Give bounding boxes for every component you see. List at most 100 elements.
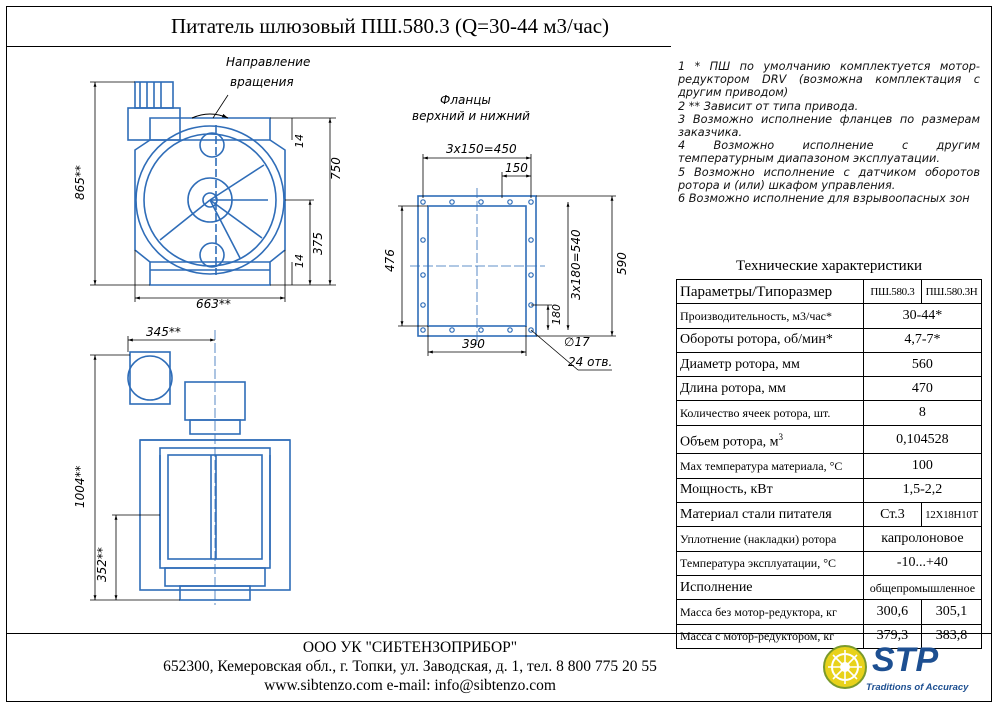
row-name: Производительность, м3/час* bbox=[676, 303, 864, 329]
dim-390: 390 bbox=[462, 337, 485, 351]
table-row: Производительность, м3/час*30-44* bbox=[676, 303, 983, 329]
dim-476: 476 bbox=[383, 249, 397, 272]
company-name: ООО УК "СИБТЕНЗОПРИБОР" bbox=[302, 639, 518, 656]
row-value: 4,7-7* bbox=[862, 327, 983, 353]
table-row: Температура эксплуатации, °С-10...+40 bbox=[676, 550, 983, 576]
row-name: Исполнение bbox=[676, 574, 864, 601]
dim-d17: ∅17 bbox=[564, 335, 590, 349]
note-4: 4 Возможно исполнение с другим температу… bbox=[678, 139, 980, 166]
row-value: -10...+40 bbox=[862, 550, 983, 576]
company-contacts: www.sibtenzo.com e-mail: info@sibtenzo.c… bbox=[264, 677, 556, 694]
dim-590: 590 bbox=[615, 252, 629, 275]
dim-1004: 1004** bbox=[73, 465, 87, 508]
row-name: Масса без мотор-редуктора, кг bbox=[676, 599, 864, 625]
row-value-1: 300,6 bbox=[862, 599, 923, 625]
row-name: Температура эксплуатации, °С bbox=[676, 550, 864, 576]
front-view bbox=[127, 81, 286, 286]
dim-865: 865** bbox=[73, 165, 87, 200]
logo-name: STP bbox=[872, 641, 939, 679]
row-name: Обороты ротора, об/мин* bbox=[676, 327, 864, 353]
header-param: Параметры/Типоразмер bbox=[676, 278, 864, 305]
note-1: 1 * ПШ по умолчанию комплектуется мотор-… bbox=[678, 60, 980, 100]
row-value: 8 bbox=[862, 400, 983, 426]
notes-list: 1 * ПШ по умолчанию комплектуется мотор-… bbox=[678, 60, 980, 205]
row-value: капролоновое bbox=[862, 526, 983, 552]
row-name: Мах температура материала, °С bbox=[676, 453, 864, 479]
dim-375: 375 bbox=[311, 232, 325, 255]
row-name: Материал стали питателя bbox=[676, 502, 864, 528]
note-6: 6 Возможно исполнение для взрывоопасных … bbox=[678, 192, 970, 206]
spec-table-title: Технические характеристики bbox=[735, 258, 923, 274]
title-divider bbox=[6, 46, 671, 47]
dim-3x180: 3x180=540 bbox=[569, 229, 583, 300]
row-name-sup: 3 bbox=[778, 431, 784, 442]
logo-tagline: Traditions of Accuracy bbox=[866, 682, 969, 693]
rotation-label-line2: вращения bbox=[230, 75, 294, 89]
dim-352: 352** bbox=[95, 547, 109, 582]
note-5: 5 Возможно исполнение с датчиком оборото… bbox=[678, 165, 980, 192]
dim-24-holes: 24 отв. bbox=[568, 355, 612, 369]
note-3: 3 Возможно исполнение фланцев по размера… bbox=[678, 112, 980, 140]
company-address: 652300, Кемеровская обл., г. Топки, ул. … bbox=[163, 658, 657, 675]
spec-table: Параметры/Типоразмер ПШ.580.3 ПШ.580.3Н … bbox=[676, 278, 983, 649]
footer-divider bbox=[6, 633, 992, 634]
note-2: 2 ** Зависит от типа привода. bbox=[678, 99, 859, 113]
table-row: Параметры/Типоразмер ПШ.580.3 ПШ.580.3Н bbox=[676, 278, 982, 305]
sheet-frame bbox=[6, 6, 992, 702]
company-logo: STP Traditions of Accuracy bbox=[820, 640, 985, 698]
row-value-1: Ст.3 bbox=[862, 502, 923, 528]
row-value-2: 305,1 bbox=[921, 599, 982, 625]
header-model-1: ПШ.580.3 bbox=[862, 278, 923, 305]
dim-14-bottom: 14 bbox=[293, 254, 306, 268]
row-name: Мощность, кВт bbox=[676, 477, 864, 504]
dim-663: 663** bbox=[196, 297, 231, 311]
row-value-1: 379,3 bbox=[862, 623, 923, 649]
dim-345: 345** bbox=[146, 325, 181, 339]
dim-150: 150 bbox=[505, 161, 528, 175]
dim-14-top: 14 bbox=[293, 134, 306, 148]
row-name: Объем ротора, м3 bbox=[676, 424, 864, 455]
row-name: Уплотнение (накладки) ротора bbox=[676, 526, 864, 552]
technical-drawing: 865** 663** 750 375 14 14 Направление вр… bbox=[73, 55, 629, 605]
flanges-label-line1: Фланцы bbox=[440, 93, 491, 107]
row-value: 30-44* bbox=[862, 303, 983, 329]
page-title: Питатель шлюзовый ПШ.580.3 (Q=30-44 м3/ч… bbox=[170, 14, 610, 38]
row-name-text: Объем ротора, м bbox=[680, 434, 779, 450]
side-dimensions bbox=[90, 336, 215, 601]
flange-view bbox=[410, 188, 545, 345]
row-value-2: 12Х18Н10Т bbox=[921, 502, 982, 528]
row-value: 470 bbox=[862, 376, 983, 402]
row-name: Количество ячеек ротора, шт. bbox=[676, 400, 864, 426]
row-value: 1,5-2,2 bbox=[862, 477, 983, 504]
row-value-2: 383,8 bbox=[921, 623, 982, 649]
dim-3x150: 3x150=450 bbox=[446, 142, 517, 156]
side-view bbox=[127, 330, 291, 605]
stp-emblem-icon bbox=[823, 645, 867, 689]
header-model-2: ПШ.580.3Н bbox=[921, 278, 982, 305]
table-row: Количество ячеек ротора, шт.8 bbox=[676, 400, 983, 426]
footer: ООО УК "СИБТЕНЗОПРИБОР" 652300, Кемеровс… bbox=[120, 638, 700, 695]
row-value: 0,104528 bbox=[862, 424, 983, 455]
flange-dimensions bbox=[398, 154, 616, 371]
flanges-label-line2: верхний и нижний bbox=[412, 109, 530, 123]
dim-180: 180 bbox=[550, 304, 563, 325]
dim-750: 750 bbox=[329, 157, 343, 180]
row-value: общепромышленное bbox=[862, 574, 983, 601]
row-value: 560 bbox=[862, 351, 983, 378]
row-name: Диаметр ротора, мм bbox=[676, 351, 864, 378]
table-row: Обороты ротора, об/мин*4,7-7* bbox=[676, 327, 983, 353]
rotation-label-line1: Направление bbox=[226, 55, 310, 69]
row-value: 100 bbox=[862, 453, 983, 479]
front-dimensions bbox=[90, 81, 336, 302]
